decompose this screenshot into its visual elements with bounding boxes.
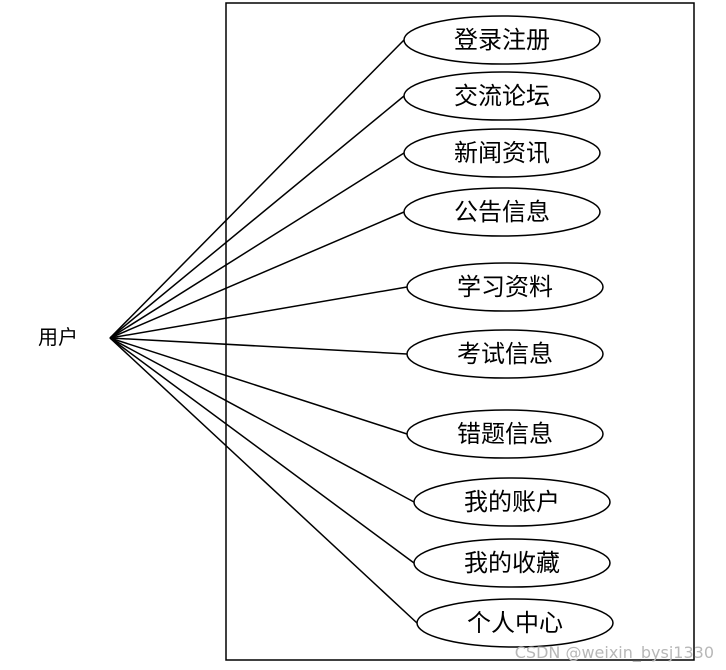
use-case: 我的收藏 [413, 538, 611, 588]
use-case-label: 登录注册 [454, 26, 550, 54]
use-case-label: 个人中心 [467, 609, 563, 637]
use-case-ellipse [413, 477, 611, 527]
use-case-ellipse [403, 187, 601, 237]
use-case-ellipse [403, 128, 601, 178]
use-case: 个人中心 [416, 598, 614, 648]
use-case: 交流论坛 [403, 71, 601, 121]
association-line [109, 152, 405, 339]
use-case: 登录注册 [403, 15, 601, 65]
use-case-ellipse [403, 71, 601, 121]
use-case-label: 新闻资讯 [454, 139, 550, 167]
use-case-label: 错题信息 [457, 420, 553, 448]
association-line [109, 337, 418, 624]
use-case-label: 公告信息 [454, 198, 550, 226]
system-boundary [225, 2, 695, 661]
association-line [109, 286, 408, 339]
use-case-label: 考试信息 [457, 340, 553, 368]
use-case-ellipse [413, 538, 611, 588]
use-case: 学习资料 [406, 262, 604, 312]
use-case-ellipse [406, 409, 604, 459]
association-line [109, 337, 415, 503]
association-line [109, 337, 415, 564]
association-line [109, 39, 405, 339]
association-lines [109, 39, 418, 624]
use-case-ellipse [403, 15, 601, 65]
association-line [109, 337, 408, 435]
use-case: 新闻资讯 [403, 128, 601, 178]
use-case-label: 我的收藏 [464, 549, 560, 577]
watermark: CSDN @weixin_bysj1330 [515, 643, 714, 663]
use-case: 错题信息 [406, 409, 604, 459]
use-case-label: 交流论坛 [454, 82, 550, 110]
use-case-label: 学习资料 [457, 273, 553, 301]
use-case-ellipse [406, 329, 604, 379]
actor-label: 用户 [38, 325, 78, 349]
association-line [109, 337, 408, 355]
association-line [109, 95, 405, 339]
use-case-label: 我的账户 [464, 488, 560, 516]
use-case-ellipse [416, 598, 614, 648]
use-case: 我的账户 [413, 477, 611, 527]
use-case: 公告信息 [403, 187, 601, 237]
use-case-ellipse [406, 262, 604, 312]
association-line [109, 211, 405, 339]
use-case: 考试信息 [406, 329, 604, 379]
